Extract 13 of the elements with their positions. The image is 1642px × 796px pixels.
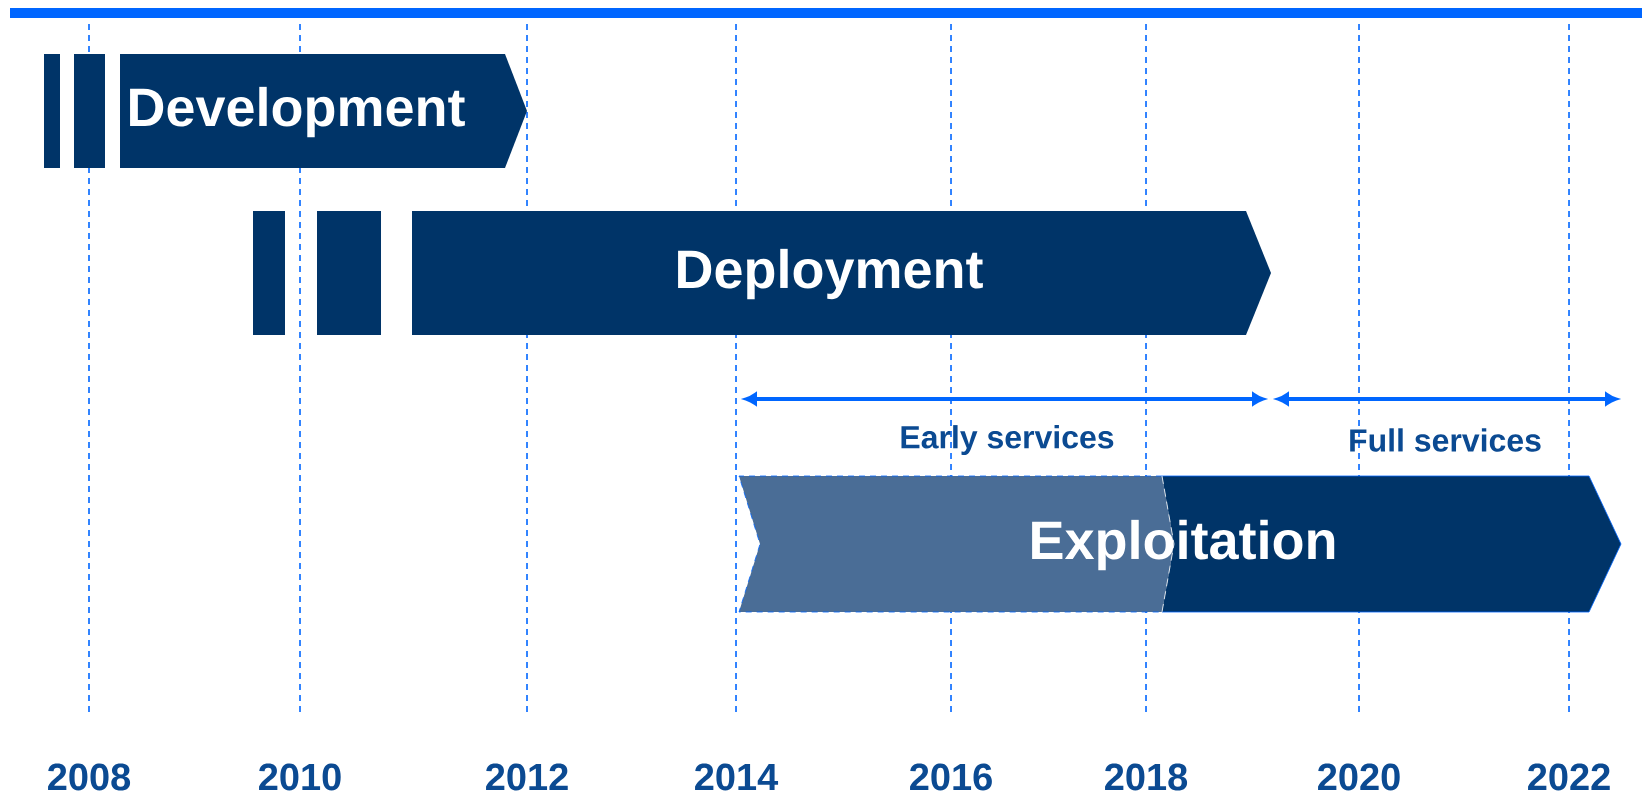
bar (74, 54, 105, 168)
year-label: 2008 (48, 763, 131, 791)
bar (44, 54, 60, 168)
year-label: 2010 (259, 763, 341, 791)
bar (317, 211, 381, 335)
year-label: 2022 (1528, 763, 1610, 791)
year-label: 2020 (1318, 763, 1400, 791)
bar (253, 211, 285, 335)
service-label: Early services (901, 425, 1114, 455)
year-label: 2014 (695, 763, 779, 791)
year-label: 2012 (486, 763, 568, 791)
year-label: 2016 (910, 763, 992, 791)
year-label: 2018 (1105, 763, 1188, 791)
